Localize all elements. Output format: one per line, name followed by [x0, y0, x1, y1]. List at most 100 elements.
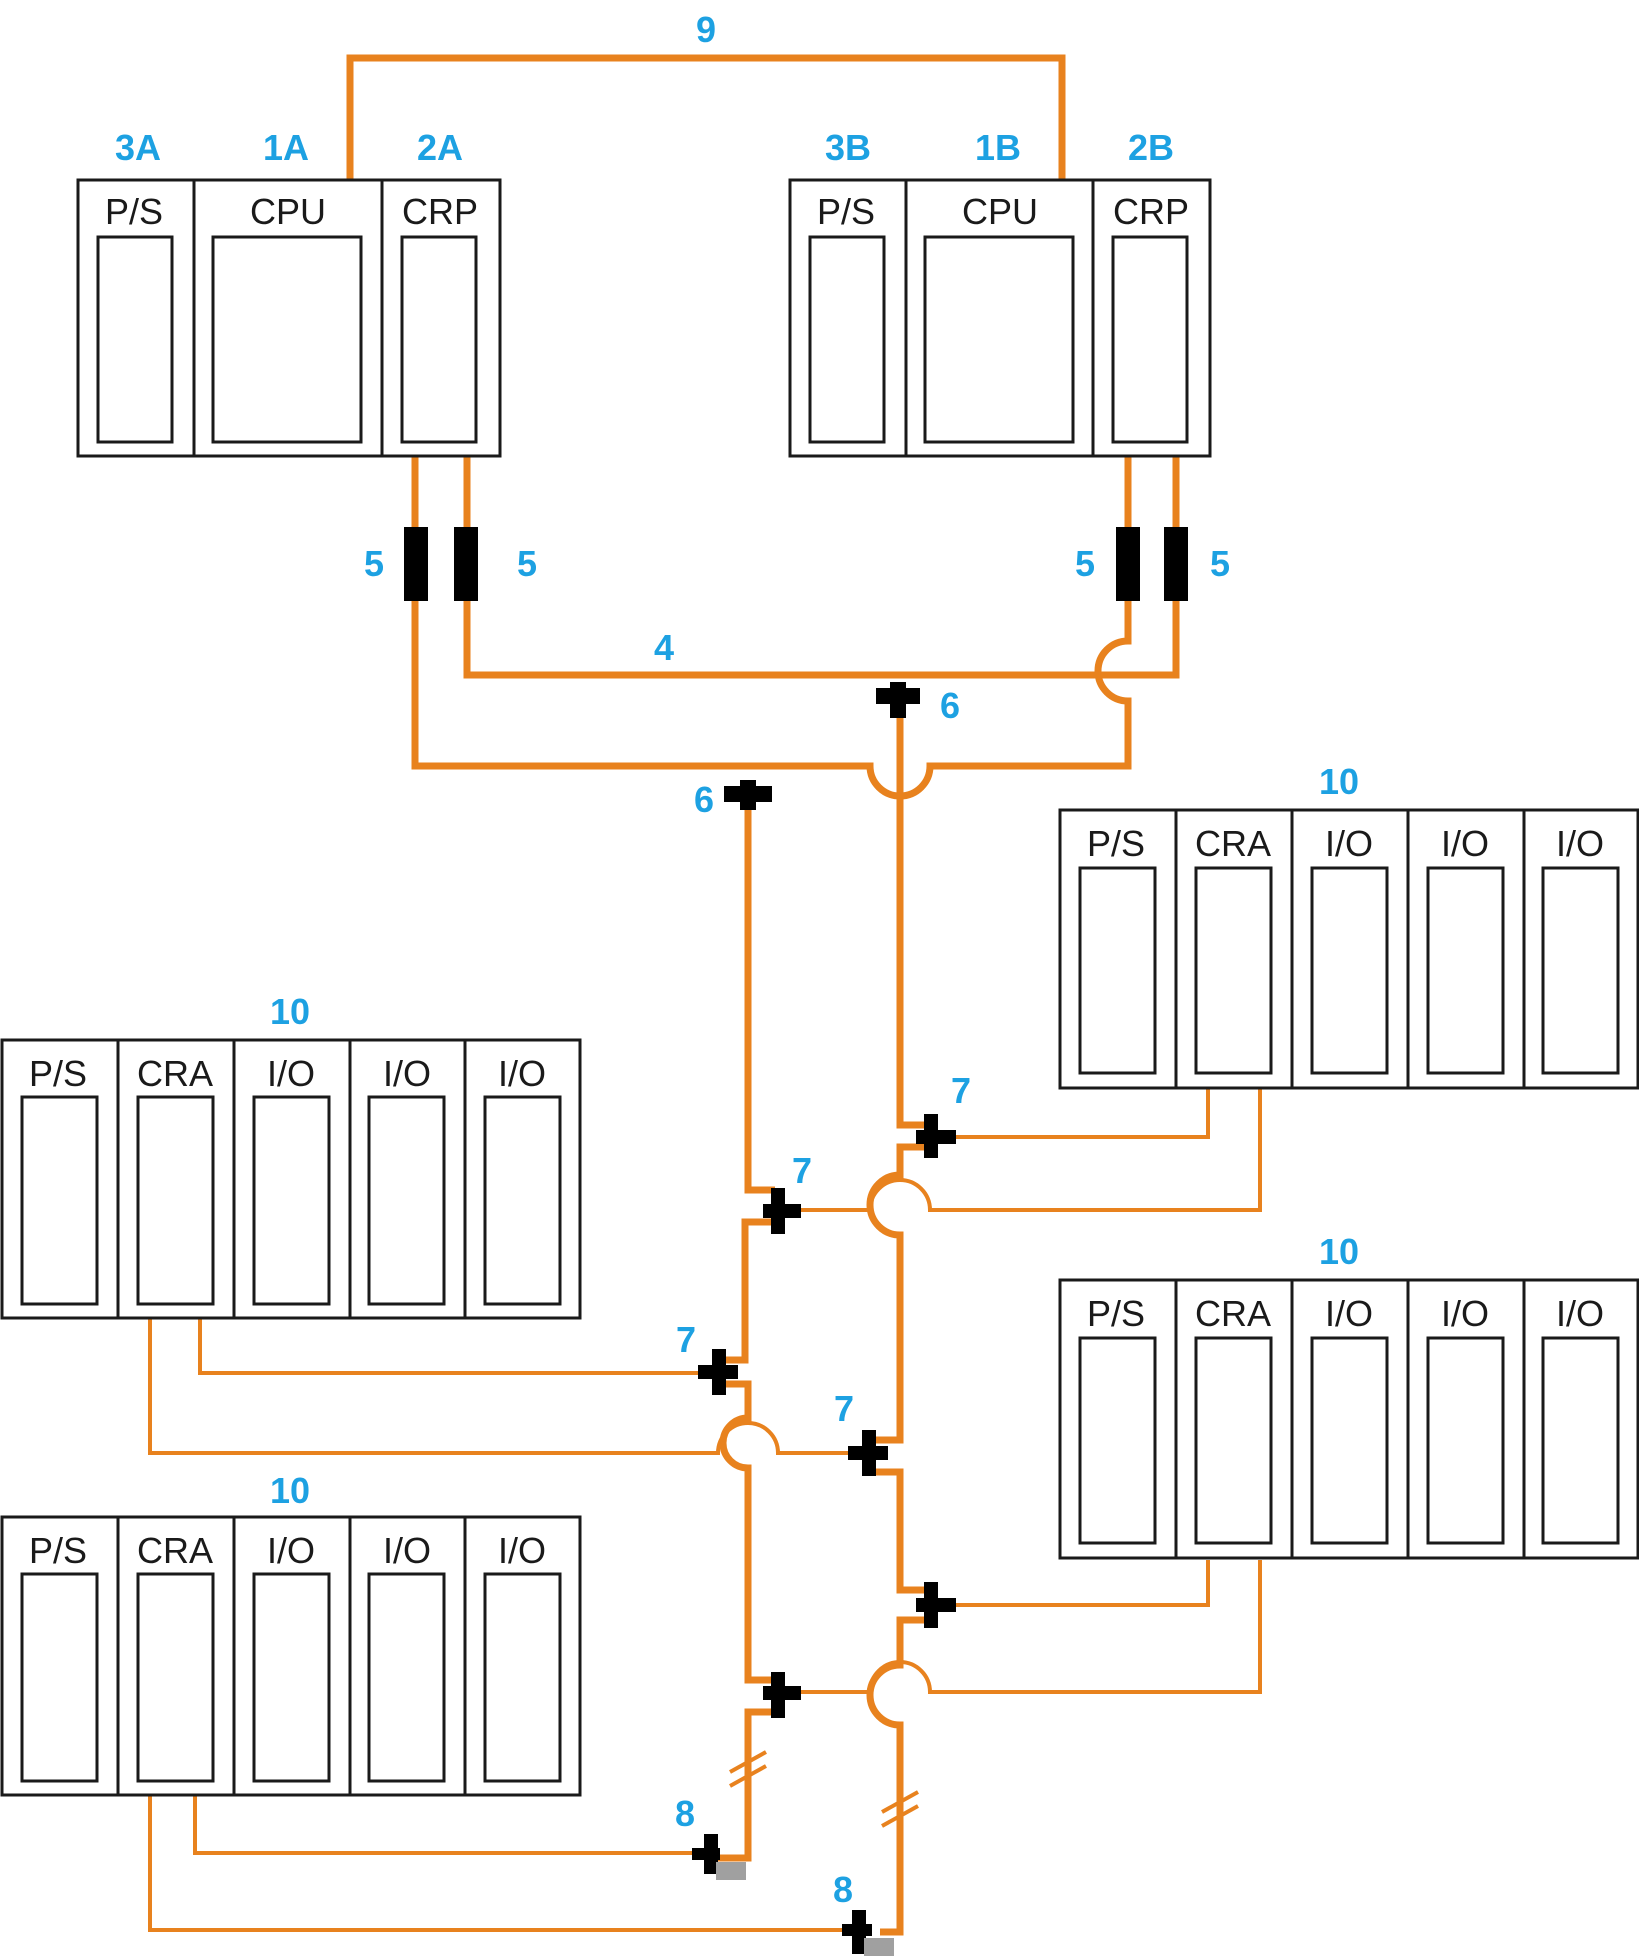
drop-rack2-b: [148, 1318, 850, 1455]
drop-rack3-b: [790, 1560, 1262, 1694]
callout-remote-drop: 10: [270, 1470, 310, 1511]
slot-label: CRA: [137, 1530, 213, 1571]
cpu-module-b: [923, 235, 1075, 444]
callout-ps-a: 3A: [115, 127, 161, 168]
slot-label: P/S: [1087, 1293, 1145, 1334]
trunk-b: [866, 695, 928, 1936]
module-window: [367, 1095, 446, 1306]
standby-rack: P/S CPU CRP: [788, 178, 1212, 458]
callouts: 9 3A 1A 2A 3B 1B 2B 5 5 5 5 4 6 6 10 10 …: [115, 9, 1359, 1910]
remote-rack-3: P/S CRA I/O I/O I/O: [1058, 1278, 1639, 1560]
callout-splitter: 5: [1075, 543, 1095, 584]
slot-label: CRA: [1195, 823, 1271, 864]
slot-label: CRP: [1113, 191, 1189, 232]
module-window: [1426, 1336, 1505, 1545]
callout-crp-a: 2A: [417, 127, 463, 168]
slot-label: P/S: [1087, 823, 1145, 864]
slot-label: I/O: [267, 1530, 315, 1571]
splitter-block: [1116, 527, 1140, 601]
splitter-block: [454, 527, 478, 601]
remote-rack-2: P/S CRA I/O I/O I/O: [0, 1038, 582, 1320]
cabling: [148, 54, 1262, 1936]
module-window: [1078, 1336, 1157, 1545]
module-window: [20, 1095, 99, 1306]
drop-taps: [698, 1114, 956, 1718]
remote-rack-1: P/S CRA I/O I/O I/O: [1058, 808, 1639, 1090]
callout-ps-b: 3B: [825, 127, 871, 168]
slot-label: I/O: [498, 1530, 546, 1571]
callout-remote-drop: 10: [270, 991, 310, 1032]
module-window: [1541, 866, 1620, 1075]
module-window: [1310, 1336, 1389, 1545]
callout-hot-standby-link: 9: [696, 9, 716, 50]
drop-tap: [763, 1188, 801, 1234]
slot-label: I/O: [1556, 823, 1604, 864]
slot-label: CPU: [962, 191, 1038, 232]
drop-tap: [698, 1349, 738, 1395]
slot-label: CRA: [137, 1053, 213, 1094]
drop-tap: [848, 1430, 888, 1476]
callout-splitter: 5: [517, 543, 537, 584]
slot-label: I/O: [1441, 1293, 1489, 1334]
crp-module-a: [400, 235, 478, 444]
drop-rack3-a: [945, 1560, 1210, 1607]
drop-rack4-b: [148, 1795, 850, 1932]
module-window: [1194, 1336, 1273, 1545]
module-window: [136, 1095, 215, 1306]
slot-label: I/O: [498, 1053, 546, 1094]
slot-label: I/O: [383, 1053, 431, 1094]
cpu-module-a: [211, 235, 363, 444]
module-window: [483, 1095, 562, 1306]
callout-cpu-b: 1B: [975, 127, 1021, 168]
callout-trunk-tap: 6: [940, 685, 960, 726]
callout-remote-drop: 10: [1319, 761, 1359, 802]
crp-b-cable-inner: [748, 456, 1132, 800]
terminators: [692, 1834, 894, 1956]
callout-terminator: 8: [833, 1869, 853, 1910]
slot-label: I/O: [1556, 1293, 1604, 1334]
module-window: [483, 1572, 562, 1783]
slot-label: I/O: [1441, 823, 1489, 864]
hot-standby-link: [346, 54, 1066, 180]
module-window: [20, 1572, 99, 1783]
slot-label: P/S: [105, 191, 163, 232]
slot-label: P/S: [817, 191, 875, 232]
module-window: [367, 1572, 446, 1783]
splitter-block: [404, 527, 428, 601]
callout-crp-b: 2B: [1128, 127, 1174, 168]
module-window: [136, 1572, 215, 1783]
trunk-tap: [876, 682, 920, 718]
terminator: [842, 1910, 894, 1956]
slot-label: CPU: [250, 191, 326, 232]
module-window: [1194, 866, 1273, 1075]
primary-rack: P/S CPU CRP: [76, 178, 502, 458]
splitters: [404, 527, 1188, 601]
callout-drop-tap: 7: [834, 1388, 854, 1429]
drop-rack1-b: [790, 1088, 1262, 1212]
trunk-taps: [724, 682, 920, 810]
module-window: [1541, 1336, 1620, 1545]
slot-label: I/O: [1325, 1293, 1373, 1334]
slot-label: I/O: [1325, 823, 1373, 864]
drop-rack4-a: [193, 1795, 705, 1855]
terminator: [692, 1834, 746, 1880]
slot-label: I/O: [383, 1530, 431, 1571]
drop-tap: [916, 1582, 956, 1628]
remote-rack-4: P/S CRA I/O I/O I/O: [0, 1515, 582, 1797]
module-window: [1078, 866, 1157, 1075]
crp-module-b: [1111, 235, 1189, 444]
callout-terminator: 8: [675, 1793, 695, 1834]
drop-rack2-a: [198, 1318, 700, 1375]
trunk-tap: [724, 780, 772, 810]
callout-drop-tap: 7: [792, 1150, 812, 1191]
callout-trunk-tap: 6: [694, 779, 714, 820]
callout-splitter: 5: [364, 543, 384, 584]
callout-drop-tap: 7: [951, 1070, 971, 1111]
cable-break-marks: [729, 1750, 919, 1828]
slot-label: P/S: [29, 1053, 87, 1094]
callout-drop-tap: 7: [676, 1319, 696, 1360]
callout-trunk-cable: 4: [654, 627, 674, 668]
callout-cpu-a: 1A: [263, 127, 309, 168]
callout-remote-drop: 10: [1319, 1231, 1359, 1272]
